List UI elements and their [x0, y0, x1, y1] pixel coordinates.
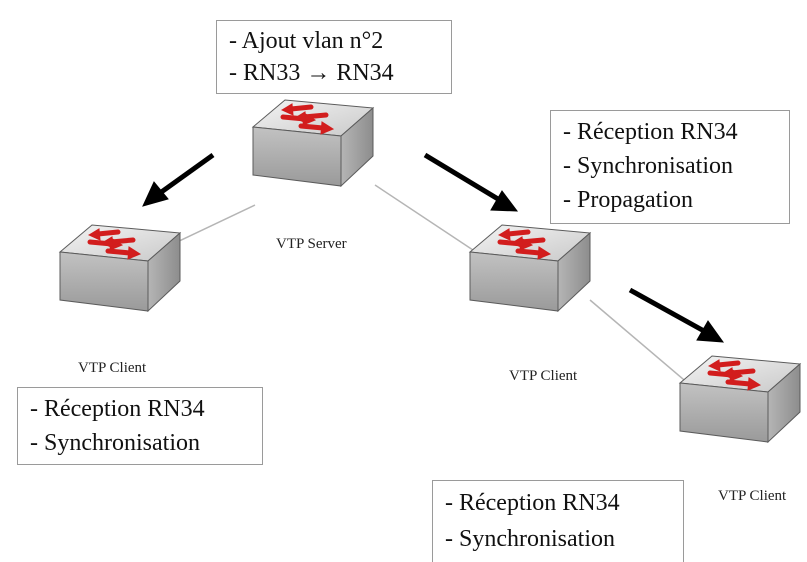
arrow-icon-middle-head: [490, 190, 519, 212]
switch-icon-client-left: [60, 225, 180, 311]
switch-icon-client-middle: [470, 225, 590, 311]
callout-client-right-line2: - Synchronisation: [445, 526, 615, 552]
switch-icon-client-right: [680, 356, 800, 442]
device-label-client-right: VTP Client: [718, 488, 787, 504]
link-middle-right: [589, 299, 691, 386]
callout-client-left: - Réception RN34 - Synchronisation: [17, 387, 263, 465]
callout-client-left-line2: - Synchronisation: [30, 430, 200, 456]
device-label-client-left: VTP Client: [78, 360, 147, 376]
callout-client-right: - Réception RN34 - Synchronisation: [432, 480, 684, 562]
callout-client-middle-line3: - Propagation: [563, 187, 693, 213]
callout-client-left-line1: - Réception RN34: [30, 396, 205, 422]
arrow-icon-left-head: [142, 181, 169, 207]
callout-client-middle-line1: - Réception RN34: [563, 119, 738, 145]
switch-icon-server: [253, 100, 373, 186]
arrow-icon-middle-shaft: [423, 152, 500, 202]
callout-client-middle-line2: - Synchronisation: [563, 153, 733, 179]
device-label-client-middle: VTP Client: [509, 368, 578, 384]
callout-server-line2: - RN33 → RN34: [229, 60, 394, 86]
arrow-icon-right-head: [696, 320, 725, 343]
callout-client-right-line1: - Réception RN34: [445, 490, 620, 516]
arrow-icon-right-shaft: [628, 287, 706, 334]
callout-server-line1: - Ajout vlan n°2: [229, 28, 384, 54]
link-server-middle: [374, 184, 486, 259]
callout-client-middle-top: - Réception RN34 - Synchronisation - Pro…: [550, 110, 790, 224]
device-label-server: VTP Server: [276, 236, 347, 252]
arrow-icon-left-shaft: [158, 152, 215, 196]
callout-server: - Ajout vlan n°2 - RN33 → RN34: [216, 20, 452, 94]
